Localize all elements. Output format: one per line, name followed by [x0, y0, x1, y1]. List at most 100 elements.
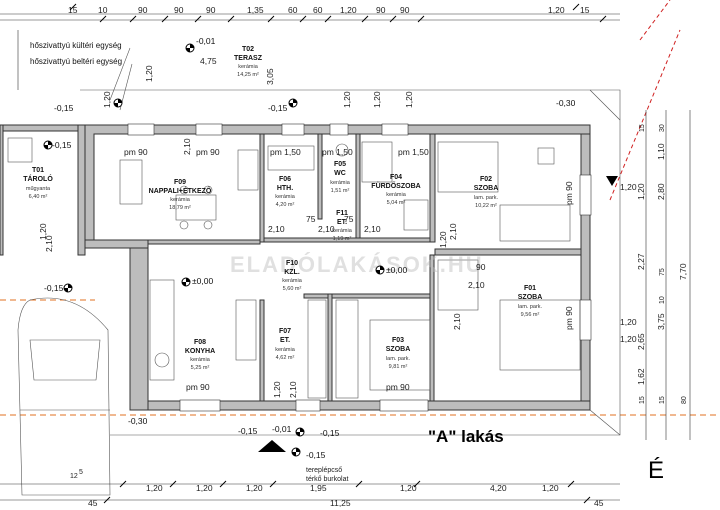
svg-text:1,20: 1,20	[272, 381, 282, 398]
eave-line-right-2	[609, 29, 681, 201]
svg-text:1,20: 1,20	[400, 483, 417, 493]
svg-text:kerámia: kerámia	[332, 228, 353, 234]
svg-text:pm 1,50: pm 1,50	[270, 147, 301, 157]
opening-labels: pm 90 pm 90 pm 1,50 pm 1,50 pm 1,50 pm 9…	[124, 147, 574, 392]
roof-corner-se	[589, 409, 621, 436]
svg-text:-0,30: -0,30	[128, 416, 148, 426]
svg-text:F10: F10	[286, 260, 298, 267]
svg-text:F04: F04	[390, 174, 402, 181]
svg-text:kerámia: kerámia	[330, 180, 351, 186]
dim-top-6: 1,35	[247, 5, 264, 15]
svg-text:1,20: 1,20	[102, 91, 112, 108]
svg-text:pm 90: pm 90	[564, 306, 574, 330]
svg-text:9,56 m²: 9,56 m²	[521, 312, 540, 318]
room-t02: T02 TERASZ kerámia 14,25 m²	[234, 46, 263, 78]
dim-top-11: 90	[400, 5, 410, 15]
roof-corner-ne	[589, 89, 621, 121]
inner-dimensions: 4,75 1,20 3,05 2,10 2,10 2,10 75 75 1,20…	[38, 56, 637, 398]
svg-text:kerámia: kerámia	[275, 347, 296, 353]
heat-pump-leader-1	[109, 47, 131, 101]
svg-text:10,22 m²: 10,22 m²	[475, 203, 497, 209]
svg-text:1,20: 1,20	[542, 483, 559, 493]
dim-top-1: 15	[68, 5, 78, 15]
svg-text:pm 1,50: pm 1,50	[398, 147, 429, 157]
svg-text:2,10: 2,10	[182, 138, 192, 155]
svg-text:5,25 m²: 5,25 m²	[191, 365, 210, 371]
svg-text:pm 90: pm 90	[386, 382, 410, 392]
svg-text:kerámia: kerámia	[190, 357, 211, 363]
svg-text:2,27: 2,27	[636, 253, 646, 270]
svg-text:1,20: 1,20	[38, 223, 48, 240]
svg-text:4,75: 4,75	[200, 56, 217, 66]
room-f07: F07 ET. kerámia 4,62 m²	[275, 328, 296, 361]
furniture	[7, 137, 581, 399]
svg-text:HTH.: HTH.	[277, 185, 293, 192]
svg-text:11,25: 11,25	[330, 498, 351, 508]
svg-text:1,20: 1,20	[342, 91, 352, 108]
svg-text:3,75: 3,75	[656, 313, 666, 330]
svg-text:1,20: 1,20	[620, 317, 637, 327]
svg-text:1,62: 1,62	[636, 368, 646, 385]
svg-text:pm 90: pm 90	[564, 181, 574, 205]
room-f02: F02 SZOBA lam. park. 10,22 m²	[474, 176, 499, 209]
svg-text:2,10: 2,10	[452, 313, 462, 330]
section-marker-icon	[606, 176, 618, 186]
level-markers: -0,01 -0,15 -0,15 -0,30 -0,15 -0,15 ±0,0…	[43, 36, 576, 460]
svg-text:kerámia: kerámia	[282, 278, 303, 284]
svg-text:KONYHA: KONYHA	[185, 348, 215, 355]
svg-text:12: 12	[70, 473, 78, 480]
dim-top-12: 1,20	[548, 5, 565, 15]
svg-text:18,79 m²: 18,79 m²	[169, 205, 191, 211]
dim-top-9: 1,20	[340, 5, 357, 15]
windows	[127, 123, 592, 412]
svg-text:1,20: 1,20	[372, 91, 382, 108]
svg-text:ET.: ET.	[337, 219, 347, 226]
svg-text:6,40 m²: 6,40 m²	[29, 194, 48, 200]
room-f10: F10 KZL. kerámia 5,60 m²	[282, 260, 303, 292]
dim-top-8: 60	[313, 5, 323, 15]
svg-text:2,65: 2,65	[636, 333, 646, 350]
svg-text:F01: F01	[524, 285, 536, 292]
svg-text:kerámia: kerámia	[275, 194, 296, 200]
room-f01: F01 SZOBA lam. park. 9,56 m²	[518, 285, 543, 318]
svg-text:T01: T01	[32, 167, 44, 174]
svg-text:±0,00: ±0,00	[192, 276, 213, 286]
svg-text:pm 90: pm 90	[196, 147, 220, 157]
svg-text:45: 45	[594, 498, 604, 508]
svg-text:15: 15	[659, 396, 666, 404]
svg-text:1,20: 1,20	[620, 334, 637, 344]
eave-line-right	[639, 0, 671, 41]
north-indicator: É	[648, 457, 664, 484]
svg-text:TERASZ: TERASZ	[234, 55, 263, 62]
svg-text:-0,15: -0,15	[44, 283, 64, 293]
svg-text:pm 1,50: pm 1,50	[322, 147, 353, 157]
stair-pavement-label: térkő burkolat	[306, 476, 348, 483]
right-dimensions: 15 1,10 30 1,20 2,80 7,70 2,27 75 3,75 1…	[636, 110, 691, 440]
dim-top-3: 90	[138, 5, 148, 15]
svg-text:kerámia: kerámia	[170, 197, 191, 203]
svg-text:-0,15: -0,15	[268, 103, 288, 113]
svg-text:4,20: 4,20	[490, 483, 507, 493]
svg-text:lam. park.: lam. park.	[474, 195, 499, 201]
svg-text:5,60 m²: 5,60 m²	[283, 286, 302, 292]
svg-text:2,80: 2,80	[656, 183, 666, 200]
room-f09: F09 NAPPALI+ÉTKEZŐ kerámia 18,79 m²	[149, 179, 212, 211]
svg-text:1,20: 1,20	[246, 483, 263, 493]
svg-text:10: 10	[659, 296, 666, 304]
svg-text:NAPPALI+ÉTKEZŐ: NAPPALI+ÉTKEZŐ	[149, 186, 212, 195]
svg-text:7,70: 7,70	[678, 263, 688, 280]
svg-text:15: 15	[639, 124, 646, 132]
room-f06: F06 HTH. kerámia 4,20 m²	[275, 176, 296, 208]
svg-text:5: 5	[79, 469, 83, 476]
svg-text:±0,00: ±0,00	[386, 265, 407, 275]
roof-outline	[80, 89, 621, 436]
svg-text:lam. park.: lam. park.	[518, 304, 543, 310]
svg-text:90: 90	[476, 262, 486, 272]
svg-text:75: 75	[344, 214, 354, 224]
svg-text:9,81 m²: 9,81 m²	[389, 364, 408, 370]
svg-text:1,20: 1,20	[196, 483, 213, 493]
svg-text:2,10: 2,10	[318, 224, 335, 234]
svg-text:F11: F11	[336, 210, 348, 217]
svg-text:SZOBA: SZOBA	[518, 294, 543, 301]
